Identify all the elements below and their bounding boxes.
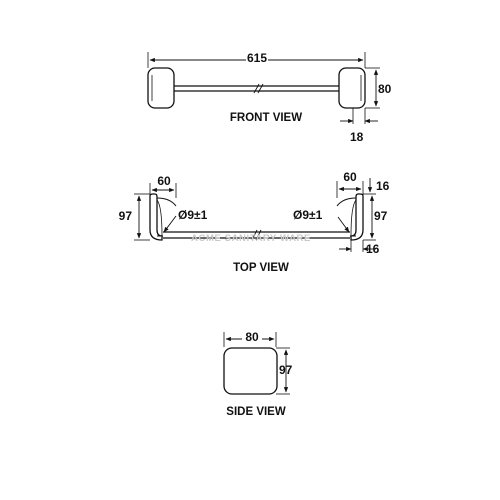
front-right-bracket [338,67,366,109]
front-depth-label: 18 [350,130,364,144]
rod-diameter-left-label: Ø9±1 [178,208,208,222]
top-view [134,178,376,252]
watermark: ACME SANITARY WARE [191,233,311,244]
top-left-width-label: 60 [157,174,171,188]
top-view-title: TOP VIEW [233,262,289,274]
side-bracket [223,347,278,395]
top-left-depth-label: 97 [119,209,133,223]
top-offset-label: 16 [376,179,390,193]
top-right-bracket [350,193,364,241]
top-right-width-label: 60 [343,170,357,184]
rod-diameter-right-label: Ø9±1 [293,208,323,222]
side-view-title: SIDE VIEW [226,406,286,418]
front-height-label: 80 [378,82,392,96]
top-right-depth-label: 97 [374,209,388,223]
front-view-title: FRONT VIEW [230,112,302,124]
side-width-label: 80 [245,330,259,344]
bottom-offset-label: 16 [366,242,380,256]
overall-length-label: 615 [247,51,267,65]
front-left-bracket [147,67,175,109]
top-left-bracket [149,193,163,241]
side-height-label: 97 [279,363,293,377]
